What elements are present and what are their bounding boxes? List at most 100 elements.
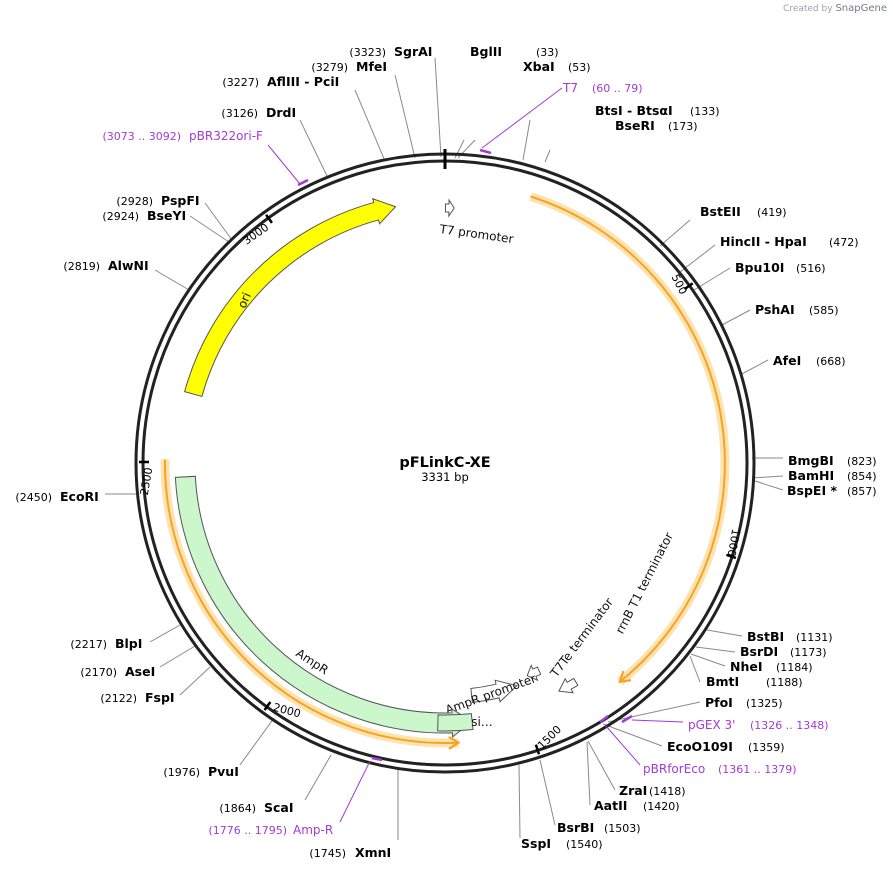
site-bsteii-position: (419) xyxy=(757,206,787,219)
site-pfoi-name[interactable]: PfoI xyxy=(705,695,733,710)
primer-t7-position: (60 .. 79) xyxy=(592,82,643,95)
feature-ampr-arrow[interactable] xyxy=(174,475,474,738)
site-sspi-name[interactable]: SspI xyxy=(521,836,551,851)
site-btsi-bts-i-name[interactable]: BtsI - BtsαI xyxy=(595,103,673,118)
site-bstbi-name[interactable]: BstBI xyxy=(747,629,784,644)
feature-ori-label: ori xyxy=(235,290,254,310)
site-bspei-name[interactable]: BspEI * xyxy=(787,483,837,498)
site-afliii-pcii-position: (3227) xyxy=(222,76,259,89)
primer-leader-line xyxy=(631,719,684,723)
primer-amp-r-name[interactable]: Amp-R xyxy=(293,823,333,837)
bp-tick-mark xyxy=(263,701,272,711)
primer-marks xyxy=(267,87,684,823)
site-leader-line xyxy=(690,653,726,667)
primer-pgex-3-name[interactable]: pGEX 3' xyxy=(688,718,735,732)
site-alwni-name[interactable]: AlwNI xyxy=(108,258,149,273)
feature-t7-promoter-arrow[interactable] xyxy=(444,198,455,218)
site-drdi-position: (3126) xyxy=(221,107,258,120)
site-blpi-name[interactable]: BlpI xyxy=(115,636,142,651)
site-leader-line xyxy=(354,89,386,162)
labels: BglII(33)XbaI(53)BtsI - BtsαI(133)BseRI(… xyxy=(15,44,876,860)
site-pspfi-position: (2928) xyxy=(116,195,153,208)
bp-tick-label: 1000 xyxy=(725,528,743,558)
site-afliii-pcii-name[interactable]: AflIII - PciI xyxy=(267,74,339,89)
site-bsrbi-name[interactable]: BsrBI xyxy=(557,820,594,835)
plasmid-name: pFLinkC-XE xyxy=(399,455,490,471)
site-bsteii-name[interactable]: BstEII xyxy=(700,204,741,219)
site-leader-line xyxy=(607,701,701,723)
site-pshai-name[interactable]: PshAI xyxy=(755,302,795,317)
site-nhei-position: (1184) xyxy=(776,661,813,674)
feature-ampr-promoter-arrow[interactable] xyxy=(470,679,518,703)
bp-tick-mark xyxy=(683,282,694,291)
site-nhei-name[interactable]: NheI xyxy=(730,659,763,674)
site-leader-line xyxy=(587,740,616,791)
site-leader-line xyxy=(299,119,329,179)
site-fspi-name[interactable]: FspI xyxy=(145,690,175,705)
site-bmgbi-position: (823) xyxy=(847,455,877,468)
feature-si-arrow[interactable] xyxy=(437,713,474,732)
site-bmgbi-name[interactable]: BmgBI xyxy=(788,453,834,468)
site-bamhi-position: (854) xyxy=(847,470,877,483)
site-pvui-name[interactable]: PvuI xyxy=(208,764,239,779)
orf-arrowhead xyxy=(448,736,461,750)
site-leader-line xyxy=(544,149,551,163)
site-xbai-name[interactable]: XbaI xyxy=(523,59,555,74)
credit-prefix: Created by xyxy=(783,4,833,14)
site-bpu10i-name[interactable]: Bpu10I xyxy=(735,260,784,275)
primer-t7-name[interactable]: T7 xyxy=(562,81,578,95)
feature-t7te-terminator-arrow[interactable] xyxy=(526,664,542,682)
feature-rrnb-t1-terminator-arrow[interactable] xyxy=(558,677,579,694)
site-scai-name[interactable]: ScaI xyxy=(264,800,294,815)
leader-lines xyxy=(105,57,784,840)
site-leader-line xyxy=(189,215,230,243)
site-bglii-name[interactable]: BglII xyxy=(470,44,502,59)
primer-pbrforeco-name[interactable]: pBRforEco xyxy=(643,762,705,776)
site-leader-line xyxy=(204,202,233,241)
site-hincii-hpai-position: (472) xyxy=(829,236,859,249)
primer-leader-line xyxy=(267,144,301,185)
site-bamhi-name[interactable]: BamHI xyxy=(788,468,834,483)
feature-ori-arrow[interactable] xyxy=(183,197,397,398)
site-leader-line xyxy=(394,74,416,159)
site-bseyi-name[interactable]: BseYI xyxy=(147,208,186,223)
site-leader-line xyxy=(739,359,769,376)
site-leader-line xyxy=(751,479,784,491)
site-aatii-name[interactable]: AatII xyxy=(594,798,627,813)
feature-t7te-terminator-label: T7Te terminator xyxy=(547,595,616,680)
site-ecoo109i-position: (1359) xyxy=(748,741,785,754)
feature-t7-promoter-label: T7 promoter xyxy=(438,222,515,246)
orf-arcs xyxy=(160,192,730,750)
site-mfei-name[interactable]: MfeI xyxy=(356,59,387,74)
site-bseri-position: (173) xyxy=(668,120,698,133)
site-ecoo109i-name[interactable]: EcoO109I xyxy=(667,739,733,754)
site-drdi-name[interactable]: DrdI xyxy=(266,105,296,120)
primer-pbr322ori-f-name[interactable]: pBR322ori-F xyxy=(189,129,263,143)
bp-tick-mark xyxy=(726,553,737,560)
site-ecori-name[interactable]: EcoRI xyxy=(60,489,99,504)
site-afei-name[interactable]: AfeI xyxy=(773,353,801,368)
site-zrai-name[interactable]: ZraI xyxy=(619,783,647,798)
site-pspfi-name[interactable]: PspFI xyxy=(161,193,200,208)
site-xmni-name[interactable]: XmnI xyxy=(355,845,391,860)
site-bsrdi-name[interactable]: BsrDI xyxy=(740,644,778,659)
site-asei-position: (2170) xyxy=(80,666,117,679)
site-hincii-hpai-name[interactable]: HincII - HpaI xyxy=(720,234,807,249)
site-leader-line xyxy=(518,764,521,839)
primer-mark xyxy=(297,178,309,187)
snapgene-credit: Created by SnapGene xyxy=(783,3,887,14)
site-asei-name[interactable]: AseI xyxy=(125,664,155,679)
site-bmti-name[interactable]: BmtI xyxy=(706,674,739,689)
site-pfoi-position: (1325) xyxy=(746,697,783,710)
site-bglii-position: (33) xyxy=(536,46,559,59)
site-bseri-name[interactable]: BseRI xyxy=(615,118,655,133)
bp-tick-mark xyxy=(265,213,273,224)
primer-amp-r-position: (1776 .. 1795) xyxy=(208,824,287,837)
primer-pgex-3-position: (1326 .. 1348) xyxy=(750,719,829,732)
site-leader-line xyxy=(689,655,701,683)
feature-rrnb-t1-terminator-label: rrnB T1 terminator xyxy=(613,530,676,636)
site-sgrai-name[interactable]: SgrAI xyxy=(394,44,432,59)
bp-tick-label: 3000 xyxy=(241,221,271,248)
